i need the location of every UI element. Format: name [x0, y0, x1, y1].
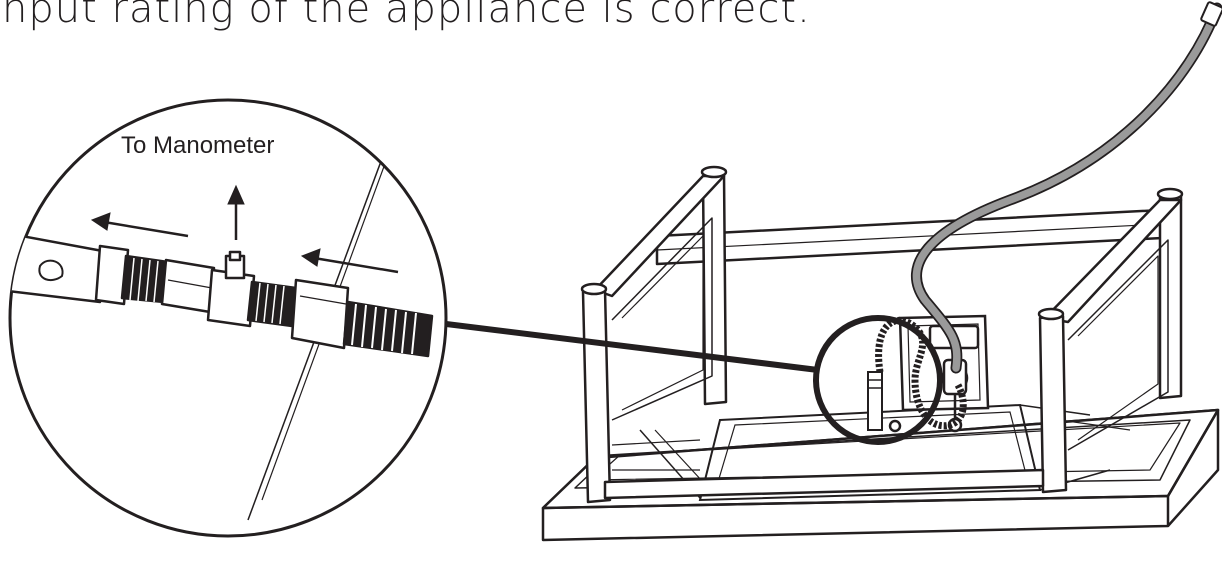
threaded-fitting-left — [120, 254, 170, 304]
manometer-label: To Manometer — [121, 132, 275, 159]
corrugated-hose-detail — [342, 300, 434, 358]
arrow-left-icon — [90, 212, 189, 238]
arrow-left-icon — [300, 248, 399, 274]
callout-leader-line — [429, 319, 819, 373]
gray-supply-hose — [910, 1, 1222, 374]
arrow-up-icon — [227, 184, 245, 240]
magnified-detail — [8, 98, 448, 538]
instruction-text-fragment: nput rating of the appliance is correct. — [2, 0, 811, 32]
threaded-fitting-right — [246, 280, 298, 328]
detail-callout-circle — [813, 315, 943, 445]
